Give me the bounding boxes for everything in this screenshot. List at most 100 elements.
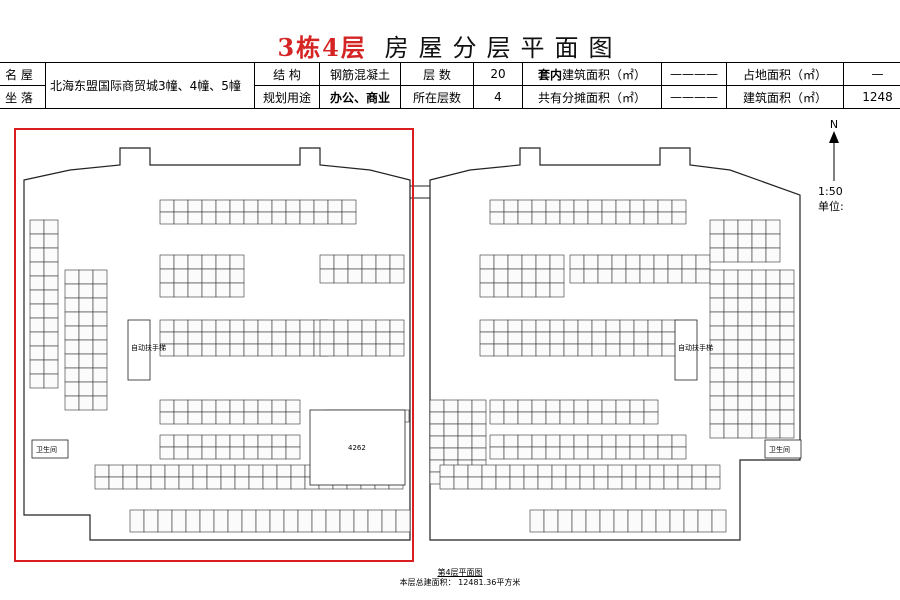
unit-cell (493, 319, 509, 333)
unit-cell (531, 446, 547, 460)
unit-cell (503, 411, 519, 425)
unit-cell (709, 367, 725, 383)
unit-cell (709, 325, 725, 341)
unit-cell (43, 373, 59, 389)
unit-cell (629, 446, 645, 460)
unit-cell (737, 325, 753, 341)
unit-cell (467, 464, 483, 478)
unit-cell (779, 423, 795, 439)
unit-cell (723, 423, 739, 439)
unit-cell (481, 464, 497, 478)
unit-cell (453, 476, 469, 490)
unit-cell (615, 446, 631, 460)
unit-cell (647, 343, 663, 357)
unit-cell (643, 211, 659, 225)
unit-cell (521, 319, 537, 333)
unit-cell (587, 434, 603, 448)
unit-cell (503, 399, 519, 413)
unit-cell (285, 411, 301, 425)
unit-cell (697, 509, 713, 533)
caption-area: 本层总建面积： 12481.36平方米 (399, 578, 521, 587)
unit-cell (737, 233, 753, 249)
unit-cell (723, 269, 739, 285)
unit-cell (587, 446, 603, 460)
unit-cell (493, 268, 509, 284)
unit-cell (531, 199, 547, 213)
unit-cell (765, 297, 781, 313)
unit-cell (615, 199, 631, 213)
info-cell: 套内建筑面积（㎡） (522, 62, 662, 86)
unit-cell (779, 381, 795, 397)
unit-cell (615, 211, 631, 225)
unit-cell (535, 343, 551, 357)
unit-cell (573, 411, 589, 425)
unit-cell (535, 331, 551, 345)
unit-cell (751, 311, 767, 327)
unit-cell (489, 434, 505, 448)
unit-cell (737, 367, 753, 383)
unit-cell (601, 199, 617, 213)
unit-cell (573, 446, 589, 460)
unit-cell (573, 211, 589, 225)
unit-cell (633, 319, 649, 333)
unit-cell (535, 319, 551, 333)
unit-cell (453, 464, 469, 478)
unit-cell (503, 211, 519, 225)
unit-cell (765, 233, 781, 249)
unit-cell (457, 447, 473, 461)
unit-cell (655, 509, 671, 533)
unit-cell (517, 211, 533, 225)
unit-cell (521, 343, 537, 357)
unit-cell (669, 509, 685, 533)
info-cell: 占地面积（㎡） (726, 62, 844, 86)
unit-cell (657, 434, 673, 448)
unit-cell (751, 325, 767, 341)
center-room-label: 4262 (348, 444, 366, 452)
unit-cell (643, 199, 659, 213)
unit-cell (765, 409, 781, 425)
info-cell: 共有分摊面积（㎡） (522, 85, 662, 109)
north-arrow: N (824, 118, 844, 188)
north-arrow-icon (829, 131, 839, 181)
unit-cell (521, 268, 537, 284)
unit-cell (779, 367, 795, 383)
unit-cell (545, 211, 561, 225)
unit-cell (601, 211, 617, 225)
unit-cell (737, 283, 753, 299)
unit-cell (619, 331, 635, 345)
unit-cell (593, 464, 609, 478)
unit-cell (765, 367, 781, 383)
unit-cell (443, 423, 459, 437)
unit-cell (521, 331, 537, 345)
unit-cell (545, 411, 561, 425)
unit-cell (471, 411, 487, 425)
unit-cell (615, 411, 631, 425)
unit-cell (709, 219, 725, 235)
unit-cell (751, 269, 767, 285)
unit-cell (545, 434, 561, 448)
info-cell: 4 (473, 85, 523, 109)
right-wing-outline (429, 147, 801, 541)
unit-cell (653, 254, 669, 270)
unit-cell (643, 434, 659, 448)
unit-cell (779, 325, 795, 341)
unit-cell (389, 343, 405, 357)
unit-cell (599, 509, 615, 533)
unit-cell (663, 476, 679, 490)
unit-cell (545, 399, 561, 413)
unit-cell (643, 399, 659, 413)
unit-cell (751, 297, 767, 313)
unit-cell (657, 199, 673, 213)
unit-cell (429, 435, 445, 449)
info-text: 建筑面积（㎡） (562, 67, 647, 82)
unit-cell (765, 339, 781, 355)
escalator-right (674, 319, 698, 381)
unit-cell (559, 446, 575, 460)
unit-cell (521, 282, 537, 298)
unit-cell (503, 446, 519, 460)
unit-cell (495, 476, 511, 490)
unit-cell (657, 211, 673, 225)
unit-cell (649, 476, 665, 490)
unit-cell (549, 282, 565, 298)
unit-cell (751, 219, 767, 235)
